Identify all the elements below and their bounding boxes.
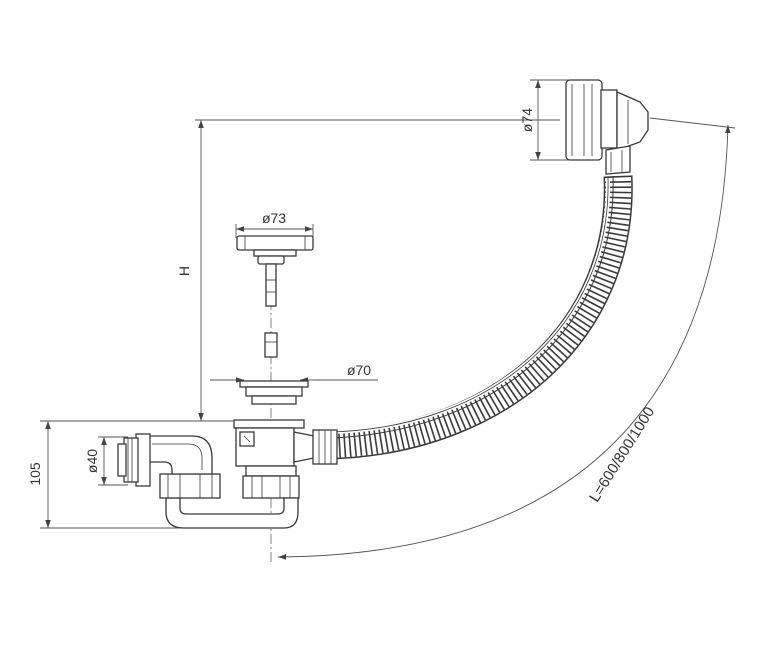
label-d70: ø70 [347,362,371,378]
drain-body [233,419,338,499]
label-d74: ø74 [519,108,535,132]
overflow-head [565,79,649,175]
corrugated-hose [329,175,633,460]
plug-assembly [236,235,314,358]
siphon-trap [117,433,299,529]
label-h: H [176,266,192,276]
strainer-flange [239,380,309,405]
label-105: 105 [27,462,43,486]
label-d40: ø40 [84,449,100,473]
label-length: L=600/800/1000 [586,404,658,505]
label-d73: ø73 [262,210,286,226]
dimension-lines [40,79,736,565]
